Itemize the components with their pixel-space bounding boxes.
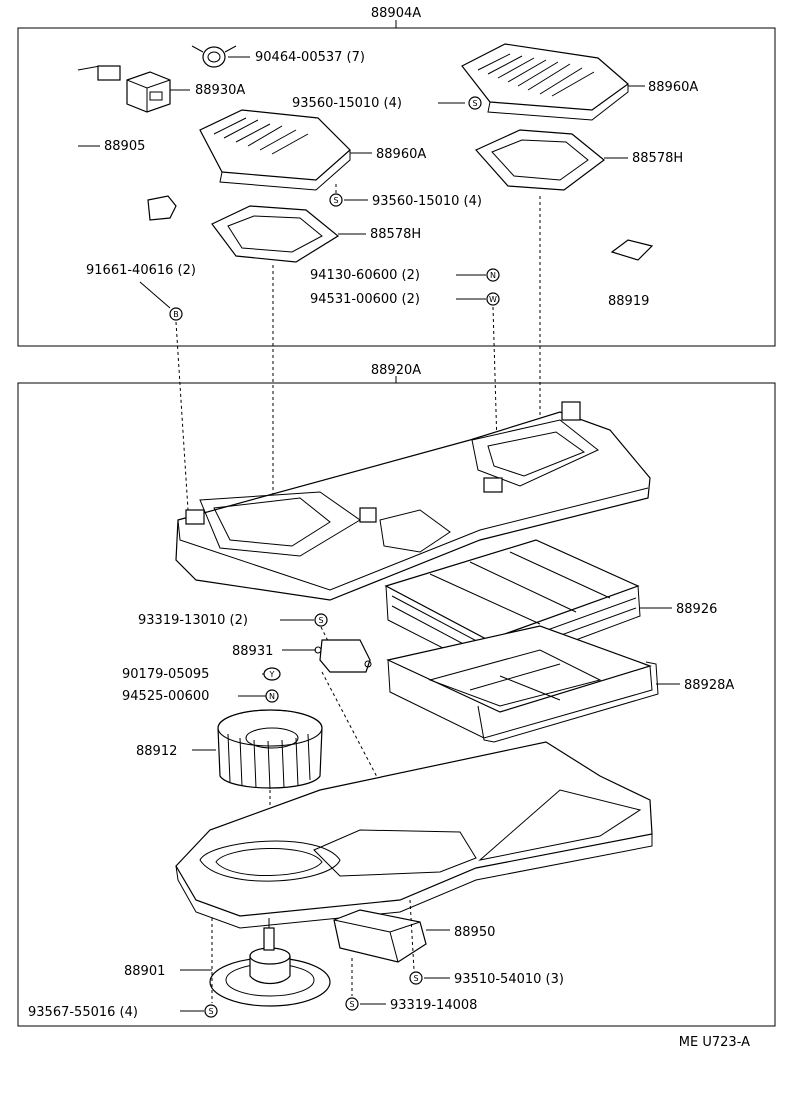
grille-left-part — [199, 109, 351, 191]
pad-part — [610, 239, 654, 261]
svg-text:Y: Y — [269, 670, 275, 679]
label-88931: 88931 — [232, 644, 273, 659]
diagram-code: ME U723-A — [679, 1035, 750, 1050]
label-88930A: 88930A — [195, 83, 245, 98]
blower-fan-part — [217, 709, 323, 790]
clip-part — [191, 45, 237, 68]
grille-right-part — [461, 43, 629, 121]
svg-text:B: B — [173, 310, 179, 319]
label-88928A: 88928A — [684, 678, 734, 693]
lower-assembly-number: 88920A — [371, 363, 421, 378]
label-88578H-right: 88578H — [632, 151, 683, 166]
label-88578H-left: 88578H — [370, 227, 421, 242]
blower-motor-part — [209, 918, 331, 1007]
label-88905: 88905 — [104, 139, 145, 154]
label-88926: 88926 — [676, 602, 717, 617]
label-90179: 90179-05095 — [122, 667, 209, 682]
gasket-left-part — [211, 205, 340, 263]
svg-text:S: S — [333, 196, 338, 205]
svg-text:N: N — [269, 692, 275, 701]
label-94130: 94130-60600 (2) — [310, 268, 420, 283]
label-88950: 88950 — [454, 925, 495, 940]
screw-symbol-icon: S — [329, 193, 343, 207]
label-93560-lower: 93560-15010 (4) — [372, 194, 482, 209]
screw-symbol-icon: S — [409, 971, 423, 985]
label-94525: 94525-00600 — [122, 689, 209, 704]
label-88912: 88912 — [136, 744, 177, 759]
svg-text:N: N — [490, 271, 496, 280]
screw-symbol-icon: S — [314, 613, 328, 627]
wire-harness-part — [36, 65, 177, 221]
filter-tray-part — [386, 625, 659, 743]
screw-symbol-icon: S — [345, 997, 359, 1011]
label-88960A-right: 88960A — [648, 80, 698, 95]
svg-text:S: S — [472, 99, 477, 108]
gasket-right-part — [475, 129, 605, 191]
label-94531: 94531-00600 (2) — [310, 292, 420, 307]
svg-text:S: S — [318, 616, 323, 625]
resistor-part — [314, 639, 372, 673]
label-88919: 88919 — [608, 294, 649, 309]
svg-text:S: S — [349, 1000, 354, 1009]
label-88901: 88901 — [124, 964, 165, 979]
lower-case-part — [175, 741, 653, 929]
label-88960A-left: 88960A — [376, 147, 426, 162]
label-91661: 91661-40616 (2) — [86, 263, 196, 278]
connector-part — [126, 71, 171, 113]
bolt-symbol-icon: B — [169, 307, 183, 321]
label-93560-upper: 93560-15010 (4) — [292, 96, 402, 111]
upper-assembly-number: 88904A — [371, 6, 421, 21]
clip-symbol-icon: Y — [263, 667, 281, 681]
upper-case-part — [175, 401, 651, 601]
actuator-part — [333, 909, 427, 963]
label-93319-lower: 93319-14008 — [390, 998, 477, 1013]
svg-text:S: S — [413, 974, 418, 983]
label-93319-upper: 93319-13010 (2) — [138, 613, 248, 628]
label-93510: 93510-54010 (3) — [454, 972, 564, 987]
label-90464: 90464-00537 (7) — [255, 50, 365, 65]
svg-text:S: S — [208, 1007, 213, 1016]
svg-text:W: W — [489, 295, 497, 304]
washer-symbol-icon: W — [486, 292, 500, 306]
nut-symbol-icon: N — [265, 689, 279, 703]
screw-symbol-icon: S — [468, 96, 482, 110]
label-93567: 93567-55016 (4) — [28, 1005, 138, 1020]
screw-symbol-icon: S — [204, 1004, 218, 1018]
nut-symbol-icon: N — [486, 268, 500, 282]
